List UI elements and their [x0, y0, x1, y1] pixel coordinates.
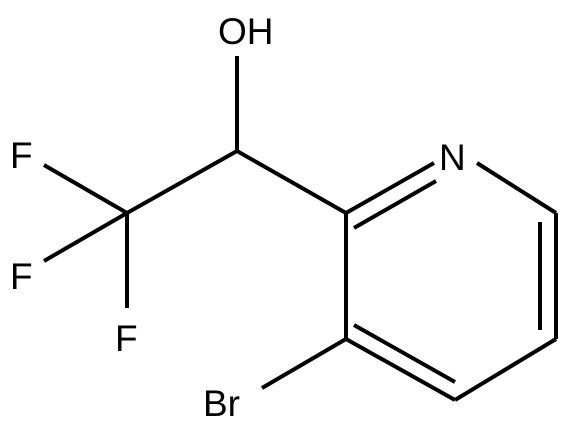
bond-cf3-f1 — [42, 163, 129, 215]
bond-c4-c3 — [345, 337, 456, 402]
bond-n-c6 — [475, 161, 558, 215]
bond-c2-n-inner — [353, 179, 437, 230]
bond-c5-c4 — [453, 337, 558, 402]
bond-c4-c3-inner — [353, 323, 456, 384]
atom-label-f-top: F — [10, 135, 33, 176]
bond-cf3-f2 — [42, 211, 129, 263]
bond-c-cf3 — [126, 149, 238, 215]
bonds — [42, 56, 558, 402]
atom-label-n: N — [439, 137, 466, 178]
atom-label-br: Br — [203, 383, 240, 424]
bond-c2-n — [345, 161, 435, 215]
bond-c3-br — [260, 337, 348, 390]
atom-label-f-bottom: F — [115, 318, 138, 359]
bond-c-c2 — [236, 149, 347, 215]
atom-labels: OH N Br F F F — [10, 11, 466, 424]
atom-label-oh: OH — [218, 11, 274, 52]
atom-label-f-middle: F — [10, 256, 33, 297]
